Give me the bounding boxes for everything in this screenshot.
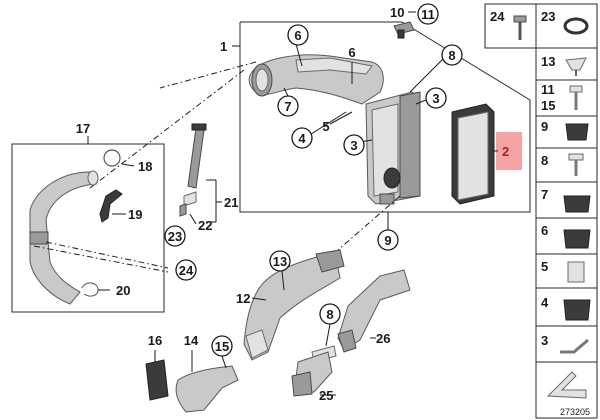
callout-3a: 3 (425, 87, 447, 109)
svg-text:25: 25 (319, 388, 333, 403)
duct-25: 8 25 (291, 303, 341, 403)
highlight-box-2 (496, 132, 522, 170)
svg-text:11: 11 (421, 7, 435, 22)
callout-6b: 6 (348, 45, 355, 60)
svg-text:15: 15 (541, 98, 555, 113)
callout-8: 8 (441, 44, 463, 66)
svg-text:24: 24 (490, 9, 505, 24)
diagram-id: 273205 (560, 407, 590, 417)
svg-text:6: 6 (348, 45, 355, 60)
svg-text:13: 13 (541, 54, 555, 69)
callout-9: 9 (377, 229, 399, 251)
svg-text:22: 22 (198, 218, 212, 233)
sidebar-grid: 24 23 13 11 15 9 8 7 6 5 4 (484, 3, 598, 419)
svg-text:7: 7 (284, 99, 291, 114)
svg-text:8: 8 (326, 307, 333, 322)
svg-text:7: 7 (541, 187, 548, 202)
svg-text:8: 8 (448, 48, 455, 63)
callout-4: 4 (291, 127, 313, 149)
svg-text:5: 5 (322, 119, 329, 134)
svg-text:9: 9 (384, 233, 391, 248)
svg-text:5: 5 (541, 259, 548, 274)
svg-text:21: 21 (224, 195, 238, 210)
svg-text:12: 12 (236, 291, 250, 306)
svg-text:19: 19 (128, 207, 142, 222)
label-17: 17 (76, 121, 90, 136)
svg-text:4: 4 (541, 295, 549, 310)
svg-text:13: 13 (273, 254, 287, 269)
svg-text:9: 9 (541, 119, 548, 134)
callout-6a: 6 (287, 24, 309, 46)
svg-text:26: 26 (376, 331, 390, 346)
svg-text:4: 4 (298, 131, 306, 146)
svg-text:11: 11 (541, 82, 555, 97)
hose-group: 21 22 23 24 (164, 123, 238, 281)
svg-text:23: 23 (541, 9, 555, 24)
frame-leaders (89, 43, 445, 251)
left-frame: 17 18 19 20 (11, 121, 169, 313)
svg-text:10: 10 (390, 5, 404, 20)
filter-element (451, 103, 495, 205)
svg-text:18: 18 (138, 159, 152, 174)
callout-7: 7 (277, 95, 299, 117)
label-2: 2 (502, 144, 509, 159)
sensor-part-10: 10 11 (390, 3, 439, 39)
filter-housing (365, 91, 421, 205)
callout-3b: 3 (343, 134, 365, 156)
svg-text:24: 24 (179, 263, 194, 278)
duct-26: 26 (337, 269, 411, 353)
svg-text:8: 8 (541, 153, 548, 168)
svg-text:3: 3 (541, 333, 548, 348)
svg-text:16: 16 (148, 333, 162, 348)
lower-duct-12: 13 12 (236, 249, 345, 361)
svg-text:20: 20 (116, 283, 130, 298)
svg-text:23: 23 (168, 229, 182, 244)
intake-duct (248, 54, 384, 105)
parts-14-16: 16 14 15 (145, 333, 239, 413)
svg-text:3: 3 (350, 138, 357, 153)
svg-text:14: 14 (184, 333, 199, 348)
svg-text:6: 6 (294, 28, 301, 43)
label-1: 1 (220, 39, 227, 54)
main-assembly-frame: 1 (220, 21, 531, 213)
svg-text:15: 15 (215, 339, 229, 354)
svg-text:3: 3 (432, 91, 439, 106)
callout-5: 5 (322, 119, 329, 134)
svg-text:6: 6 (541, 223, 548, 238)
